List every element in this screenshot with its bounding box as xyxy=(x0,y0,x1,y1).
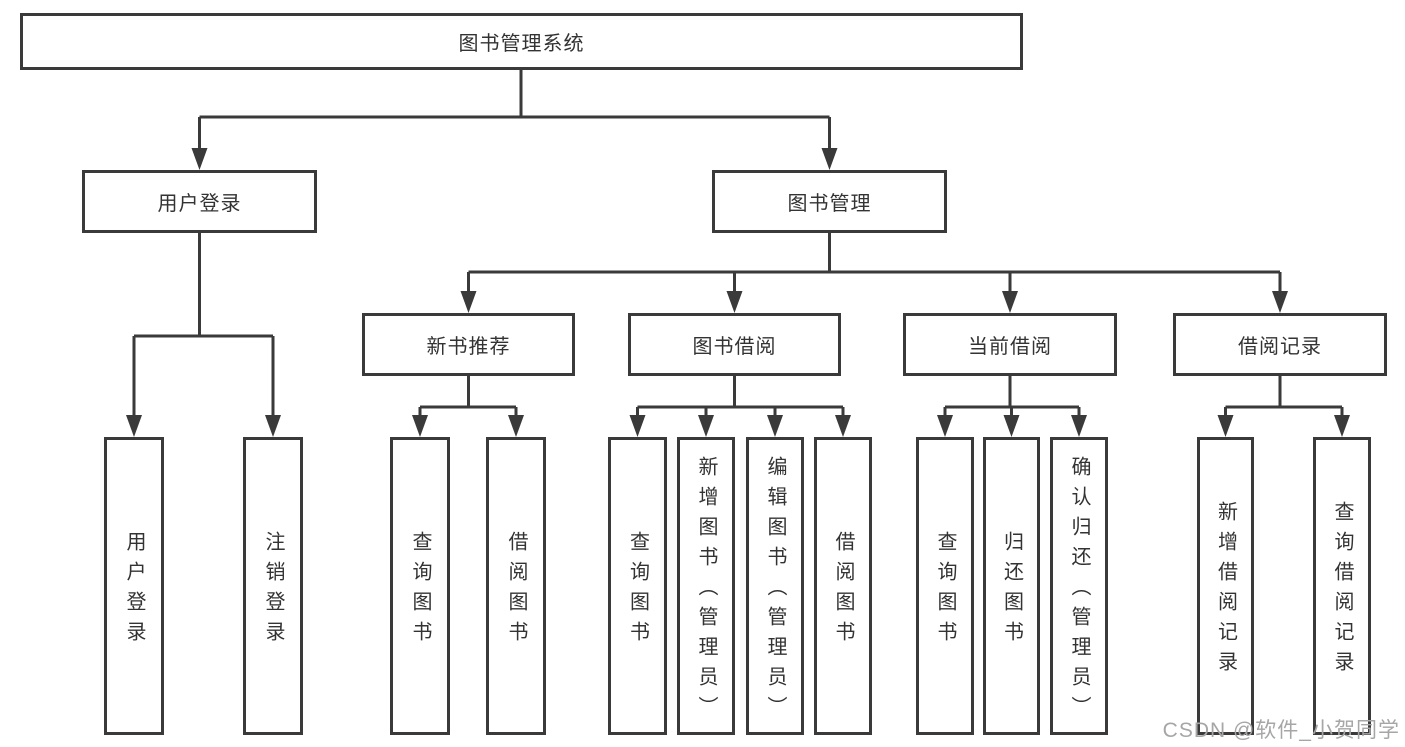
arrow-down-icon xyxy=(412,415,428,437)
connector-root-to-level2 xyxy=(198,70,831,152)
arrowheads-root-to-level2 xyxy=(191,148,838,170)
node-leaf-logout-label: 注销登录 xyxy=(262,531,284,651)
csdn-watermark: CSDN @软件_小贺同学 xyxy=(1162,719,1400,742)
arrowheads-borrowrecords-to-leaves xyxy=(1217,415,1350,437)
node-library-system-label: 图书管理系统 xyxy=(458,33,585,55)
arrow-down-icon xyxy=(126,415,142,437)
node-leaf-cb-return-books: 归还图书 xyxy=(983,437,1040,735)
arrow-down-icon xyxy=(191,148,208,170)
node-leaf-user-login: 用户登录 xyxy=(104,437,164,735)
connector-borrowrecords-to-leaves xyxy=(1224,376,1344,419)
node-leaf-bb-edit-books-admin: 编辑图书（管理员） xyxy=(746,437,804,735)
node-leaf-cb-confirm-return-admin: 确认归还（管理员） xyxy=(1050,437,1108,735)
node-new-book-recommend: 新书推荐 xyxy=(362,313,575,376)
arrow-down-icon xyxy=(1334,415,1350,437)
arrow-down-icon xyxy=(1002,291,1018,313)
node-leaf-br-add-record: 新增借阅记录 xyxy=(1197,437,1254,735)
node-library-system: 图书管理系统 xyxy=(20,13,1023,70)
arrowheads-bookborrowing-to-leaves xyxy=(629,415,851,437)
arrow-down-icon xyxy=(726,291,743,313)
connector-bookmgmt-to-level3 xyxy=(467,233,1282,295)
arrow-down-icon xyxy=(698,415,714,437)
arrow-down-icon xyxy=(937,415,953,437)
arrowheads-userlogin-to-leaves xyxy=(126,415,281,437)
arrow-down-icon xyxy=(460,291,477,313)
arrowheads-bookmgmt-to-level3 xyxy=(460,291,1288,313)
arrow-down-icon xyxy=(629,415,646,437)
node-leaf-bb-edit-books-admin-label: 编辑图书（管理员） xyxy=(764,456,786,726)
node-book-borrowing-label: 图书借阅 xyxy=(692,336,777,358)
arrow-down-icon xyxy=(821,148,838,170)
node-leaf-nbr-borrow-books-label: 借阅图书 xyxy=(505,531,527,651)
node-leaf-bb-query-books-label: 查询图书 xyxy=(626,531,649,651)
node-leaf-br-add-record-label: 新增借阅记录 xyxy=(1214,501,1237,681)
node-user-login-label: 用户登录 xyxy=(157,193,242,215)
node-leaf-br-query-record: 查询借阅记录 xyxy=(1313,437,1371,735)
node-user-login: 用户登录 xyxy=(82,170,317,233)
node-book-management-label: 图书管理 xyxy=(787,193,872,215)
node-leaf-nbr-query-books: 查询图书 xyxy=(390,437,450,735)
arrow-down-icon xyxy=(1272,291,1288,313)
node-leaf-cb-query-books: 查询图书 xyxy=(916,437,974,735)
arrow-down-icon xyxy=(508,415,524,437)
connector-bookborrowing-to-leaves xyxy=(636,376,845,419)
node-leaf-logout: 注销登录 xyxy=(243,437,303,735)
node-borrowing-records-label: 借阅记录 xyxy=(1238,336,1322,358)
node-current-borrowing-label: 当前借阅 xyxy=(968,336,1052,358)
arrow-down-icon xyxy=(265,415,281,437)
node-leaf-bb-add-books-admin-label: 新增图书（管理员） xyxy=(695,456,717,726)
node-new-book-recommend-label: 新书推荐 xyxy=(426,336,511,358)
node-leaf-user-login-label: 用户登录 xyxy=(123,531,145,651)
arrow-down-icon xyxy=(767,415,783,437)
arrow-down-icon xyxy=(1217,415,1234,437)
node-leaf-nbr-borrow-books: 借阅图书 xyxy=(486,437,546,735)
node-leaf-bb-borrow-books: 借阅图书 xyxy=(814,437,872,735)
node-book-management: 图书管理 xyxy=(712,170,947,233)
connector-newbookrec-to-leaves xyxy=(418,376,518,419)
node-current-borrowing: 当前借阅 xyxy=(903,313,1117,376)
arrowheads-newbookrec-to-leaves xyxy=(412,415,524,437)
node-leaf-cb-query-books-label: 查询图书 xyxy=(934,531,956,651)
node-book-borrowing: 图书借阅 xyxy=(628,313,841,376)
node-leaf-bb-query-books: 查询图书 xyxy=(608,437,667,735)
connector-currentborrowing-to-leaves xyxy=(943,376,1081,419)
node-leaf-nbr-query-books-label: 查询图书 xyxy=(409,531,431,651)
node-leaf-cb-return-books-label: 归还图书 xyxy=(1000,531,1023,651)
node-leaf-bb-add-books-admin: 新增图书（管理员） xyxy=(677,437,735,735)
node-leaf-bb-borrow-books-label: 借阅图书 xyxy=(832,531,854,651)
arrow-down-icon xyxy=(1071,415,1087,437)
connector-userlogin-to-leaves xyxy=(132,233,275,419)
arrowheads-currentborrowing-to-leaves xyxy=(937,415,1087,437)
node-leaf-cb-confirm-return-admin-label: 确认归还（管理员） xyxy=(1068,456,1090,726)
arrow-down-icon xyxy=(1003,415,1020,437)
arrow-down-icon xyxy=(835,415,851,437)
node-borrowing-records: 借阅记录 xyxy=(1173,313,1387,376)
node-leaf-br-query-record-label: 查询借阅记录 xyxy=(1331,501,1353,681)
